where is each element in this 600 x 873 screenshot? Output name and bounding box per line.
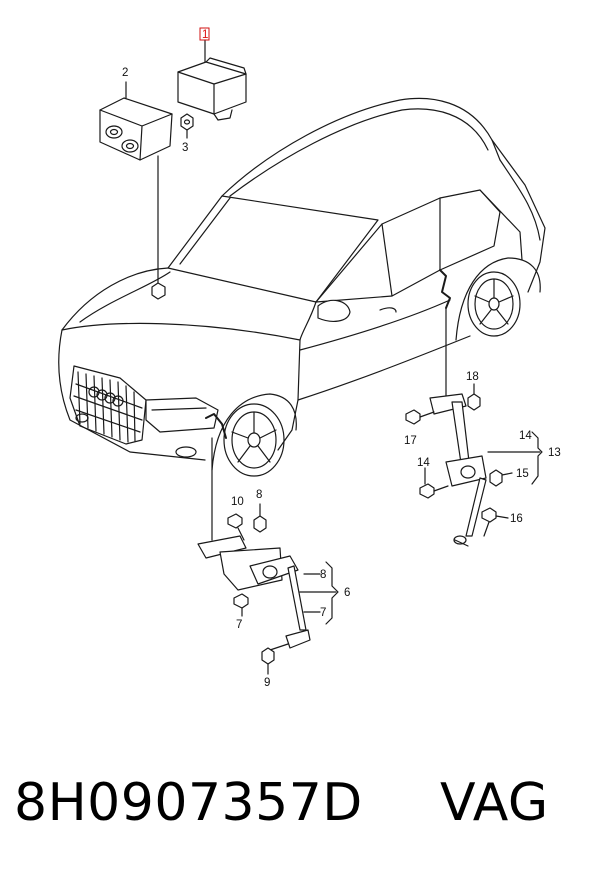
callout-9: 9 — [264, 677, 270, 689]
callout-8-lower: 8 — [320, 569, 326, 581]
callout-labels: 1 2 3 18 17 14 13 14 15 16 10 8 8 6 7 7 … — [122, 27, 561, 689]
callout-14-lower: 14 — [417, 457, 430, 469]
nut-part-3 — [180, 113, 194, 139]
callout-18: 18 — [466, 371, 479, 383]
callout-7-left: 7 — [236, 619, 242, 631]
front-level-sensor — [197, 437, 339, 675]
part-number-caption: 8H0907357D — [14, 773, 363, 833]
callout-8-upper: 8 — [256, 489, 262, 501]
callout-15: 15 — [516, 468, 529, 480]
callout-14-upper: 14 — [519, 430, 532, 442]
callout-3: 3 — [182, 142, 188, 154]
callout-1: 1 — [202, 29, 208, 41]
callout-7-right: 7 — [320, 607, 326, 619]
callout-10: 10 — [231, 496, 244, 508]
control-module — [177, 39, 247, 121]
callout-13: 13 — [548, 447, 561, 459]
callout-2: 2 — [122, 67, 128, 79]
callout-16: 16 — [510, 513, 523, 525]
rear-level-sensor — [405, 307, 543, 547]
sensor-module-two-connectors — [99, 81, 173, 161]
callout-6: 6 — [344, 587, 350, 599]
callout-17: 17 — [404, 435, 417, 447]
brand-caption: VAG — [440, 773, 549, 833]
car-illustration — [58, 97, 546, 477]
